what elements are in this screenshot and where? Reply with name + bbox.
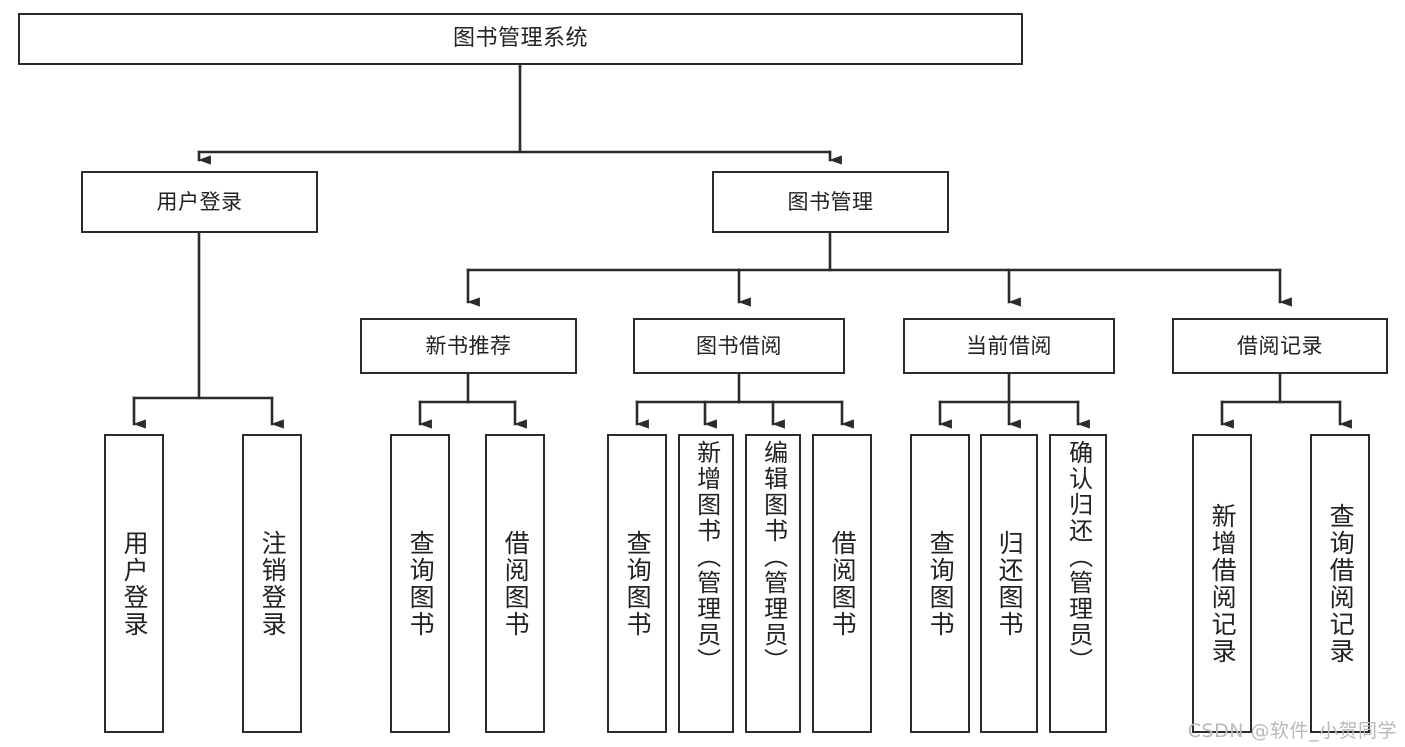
node-user-login[interactable]: 用户登录	[81, 171, 318, 233]
node-label: 借阅图书	[501, 529, 531, 638]
node-leaf-edit-book[interactable]: 编辑图书（管理员）	[745, 434, 801, 733]
node-leaf-user-login[interactable]: 用户登录	[104, 434, 164, 733]
node-leaf-query-book-current[interactable]: 查询图书	[910, 434, 970, 733]
node-new-book-recommend[interactable]: 新书推荐	[360, 318, 577, 374]
node-label: 用户登录	[120, 529, 150, 638]
node-leaf-query-book-borrow[interactable]: 查询图书	[607, 434, 667, 733]
node-label: 查询图书	[623, 529, 653, 638]
node-leaf-logout-login[interactable]: 注销登录	[242, 434, 302, 733]
node-current-borrow[interactable]: 当前借阅	[903, 318, 1115, 374]
node-label: 注销登录	[258, 529, 288, 638]
node-label: 图书管理系统	[452, 26, 588, 52]
node-label: 借阅记录	[1237, 333, 1323, 358]
node-label: 图书借阅	[696, 333, 782, 358]
node-label: 新增借阅记录	[1208, 502, 1238, 665]
node-label: 归还图书	[995, 529, 1025, 638]
node-label: 新书推荐	[425, 333, 512, 358]
node-label: 确认归还（管理员）	[1064, 440, 1093, 674]
node-book-manage[interactable]: 图书管理	[712, 171, 949, 233]
node-leaf-borrow-book[interactable]: 借阅图书	[812, 434, 872, 733]
node-label: 查询图书	[406, 529, 436, 638]
node-leaf-query-borrow-record[interactable]: 查询借阅记录	[1310, 434, 1370, 733]
node-label: 编辑图书（管理员）	[759, 440, 788, 674]
node-label: 借阅图书	[828, 529, 858, 638]
node-borrow-record[interactable]: 借阅记录	[1172, 318, 1388, 374]
node-leaf-add-borrow-record[interactable]: 新增借阅记录	[1192, 434, 1252, 733]
node-label: 图书管理	[787, 189, 874, 214]
node-leaf-borrow-book-recommend[interactable]: 借阅图书	[485, 434, 545, 733]
node-label: 当前借阅	[966, 333, 1052, 358]
node-root-system[interactable]: 图书管理系统	[18, 13, 1023, 65]
node-leaf-return-book[interactable]: 归还图书	[980, 434, 1038, 733]
node-leaf-query-book-recommend[interactable]: 查询图书	[390, 434, 450, 733]
node-label: 用户登录	[156, 189, 243, 214]
node-label: 新增图书（管理员）	[692, 440, 721, 674]
node-label: 查询图书	[926, 529, 956, 638]
node-label: 查询借阅记录	[1326, 502, 1356, 665]
node-leaf-add-book[interactable]: 新增图书（管理员）	[678, 434, 734, 733]
node-book-borrow[interactable]: 图书借阅	[633, 318, 845, 374]
node-leaf-confirm-return[interactable]: 确认归还（管理员）	[1049, 434, 1107, 733]
csdn-watermark: CSDN @软件_小贺同学	[1187, 720, 1397, 742]
